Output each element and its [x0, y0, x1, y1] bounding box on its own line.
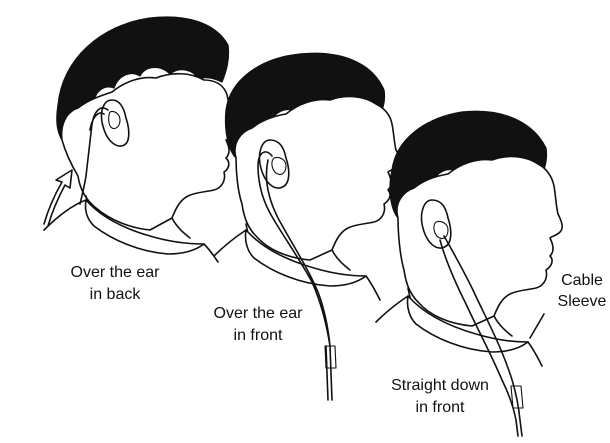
label-cable-sleeve-line1: Cable — [561, 272, 603, 289]
figure-3-head — [397, 157, 562, 326]
label-cable-sleeve-line2: Sleeve — [558, 293, 607, 310]
label-over-ear-front-line2: in front — [234, 327, 283, 344]
label-over-ear-back-line1: Over the ear — [71, 264, 161, 281]
label-over-ear-front-line1: Over the ear — [214, 305, 304, 322]
label-cable-sleeve: Cable Sleeve — [558, 272, 607, 310]
figure-over-ear-front — [214, 53, 400, 400]
label-straight-down-front-line1: Straight down — [391, 377, 489, 394]
cable-sleeve-pointer — [530, 314, 544, 338]
label-over-ear-front: Over the ear in front — [214, 305, 304, 344]
label-over-ear-back-line2: in back — [90, 286, 142, 303]
figure-over-ear-back — [44, 17, 240, 262]
label-straight-down-front: Straight down in front — [391, 377, 489, 416]
label-over-ear-back: Over the ear in back — [71, 264, 161, 303]
label-straight-down-front-line2: in front — [416, 399, 465, 416]
